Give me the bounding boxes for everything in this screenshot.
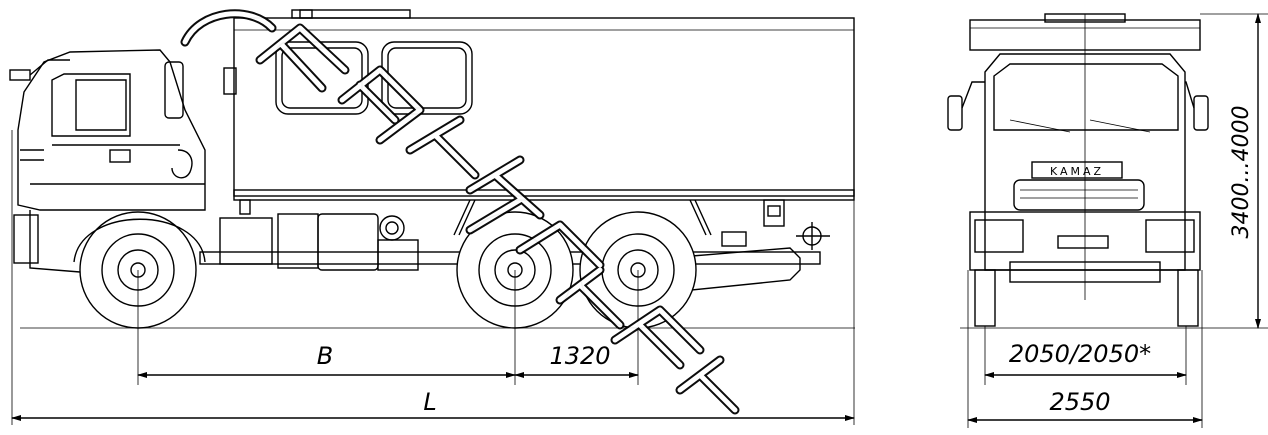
dimension-height-label: 3400...4000: [1229, 106, 1254, 239]
grille: [1013, 179, 1145, 211]
front-view: KAMAZ 2050/2050* 2550 3400...400: [947, 13, 1268, 428]
cab-window: [51, 73, 131, 137]
body-window-right: [381, 41, 473, 115]
van-body: [223, 9, 855, 236]
side-mirror: [164, 61, 184, 119]
badge-plate: [1031, 161, 1123, 179]
front-wheel-left: [974, 269, 996, 327]
headlight-right: [1145, 219, 1195, 253]
dimension-l-label: L: [423, 388, 436, 416]
headlight-block: [13, 214, 39, 264]
front-mirror: [9, 69, 31, 81]
dimension-width-label: 2550: [1049, 388, 1110, 416]
windshield: [993, 63, 1179, 131]
dimension-track-label: 2050/2050*: [1009, 340, 1151, 368]
watermark: [180, 9, 740, 415]
side-view: B 1320 L: [9, 9, 855, 425]
dimension-b-label: B: [317, 342, 333, 370]
dimension-rear-axle-spacing: 1320: [549, 342, 610, 370]
battery-box: [277, 213, 319, 269]
cab: [9, 49, 206, 273]
front-wheel-right: [1177, 269, 1199, 327]
rear-bumper: [691, 247, 801, 291]
headlight-left: [974, 219, 1024, 253]
fuel-tank: [317, 213, 379, 271]
mirror-right: [1193, 95, 1209, 131]
mirror-left: [947, 95, 963, 131]
cab-badge-text: KAMAZ: [1050, 165, 1104, 178]
